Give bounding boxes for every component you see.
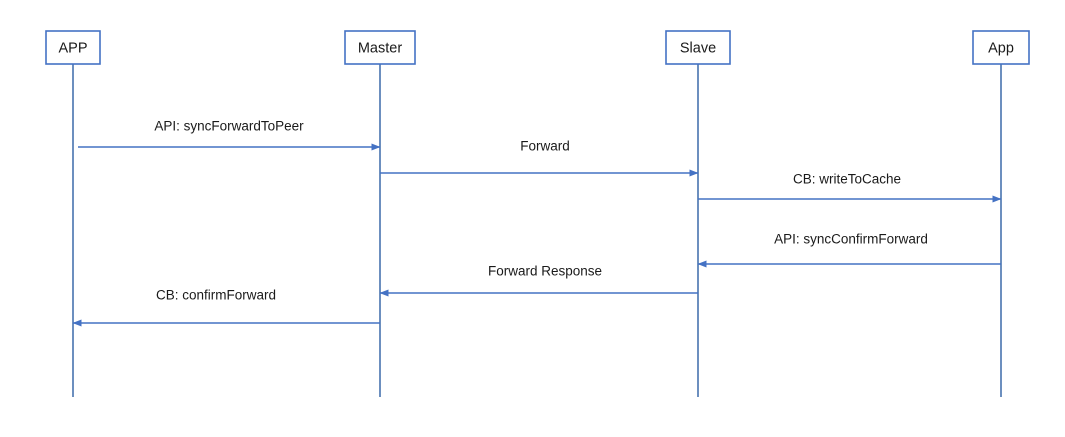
lifeline-master[interactable]: Master	[344, 30, 416, 397]
message-m4[interactable]: API: syncConfirmForward	[697, 232, 1001, 268]
message-label-m5: Forward Response	[488, 264, 602, 279]
lifeline-slave[interactable]: Slave	[665, 30, 731, 397]
message-label-m3: CB: writeToCache	[793, 172, 901, 187]
message-m2[interactable]: Forward	[380, 139, 699, 177]
message-m5[interactable]: Forward Response	[379, 264, 698, 297]
message-m6[interactable]: CB: confirmForward	[72, 288, 380, 327]
message-m1[interactable]: API: syncForwardToPeer	[78, 119, 381, 151]
message-label-m1: API: syncForwardToPeer	[154, 119, 304, 134]
lifeline-box-master[interactable]	[344, 30, 416, 65]
lifeline-label-slave: Slave	[680, 40, 716, 56]
message-label-m2: Forward	[520, 139, 570, 154]
lifelines-layer: APP Master Slave App	[45, 30, 1030, 397]
lifeline-label-master: Master	[358, 40, 402, 56]
message-label-m4: API: syncConfirmForward	[774, 232, 928, 247]
lifeline-app_right[interactable]: App	[972, 30, 1030, 397]
lifeline-label-app_right: App	[988, 40, 1014, 56]
message-label-m6: CB: confirmForward	[156, 288, 276, 303]
lifeline-box-app_right[interactable]	[972, 30, 1030, 65]
lifeline-app_left[interactable]: APP	[45, 30, 101, 397]
lifeline-label-app_left: APP	[58, 40, 87, 56]
message-m3[interactable]: CB: writeToCache	[698, 172, 1002, 203]
lifeline-box-slave[interactable]	[665, 30, 731, 65]
lifeline-box-app_left[interactable]	[45, 30, 101, 65]
